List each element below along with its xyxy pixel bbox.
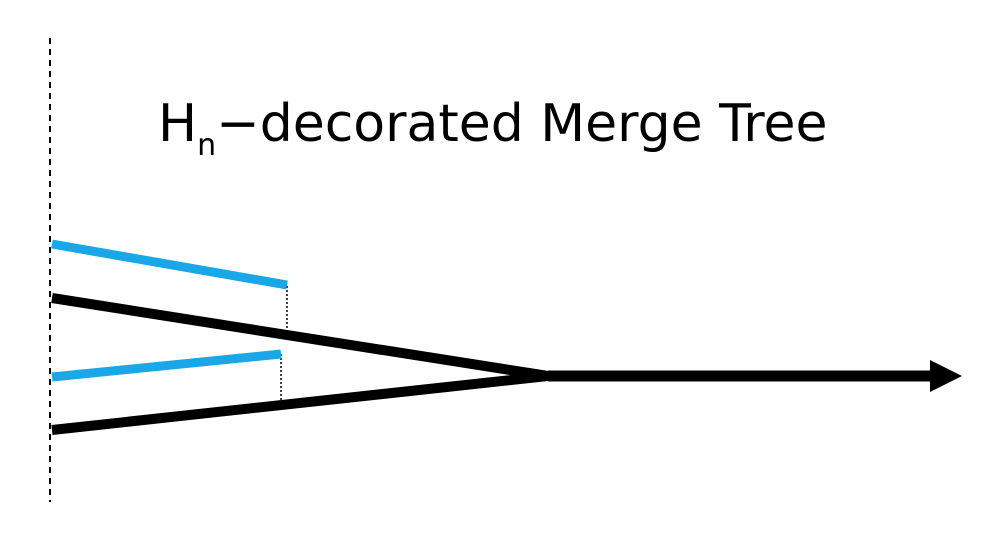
lower-tree-branch (51, 371, 549, 435)
title-rest: −decorated Merge Tree (216, 94, 828, 154)
upper-decoration-bar (51, 239, 288, 290)
lower-decoration-bar (51, 349, 282, 382)
title-main: H (158, 94, 198, 154)
diagram-title: Hn−decorated Merge Tree (158, 98, 827, 161)
upper-tree-branch (51, 293, 549, 381)
arrowhead-icon (930, 360, 962, 392)
title-subscript: n (197, 128, 217, 163)
